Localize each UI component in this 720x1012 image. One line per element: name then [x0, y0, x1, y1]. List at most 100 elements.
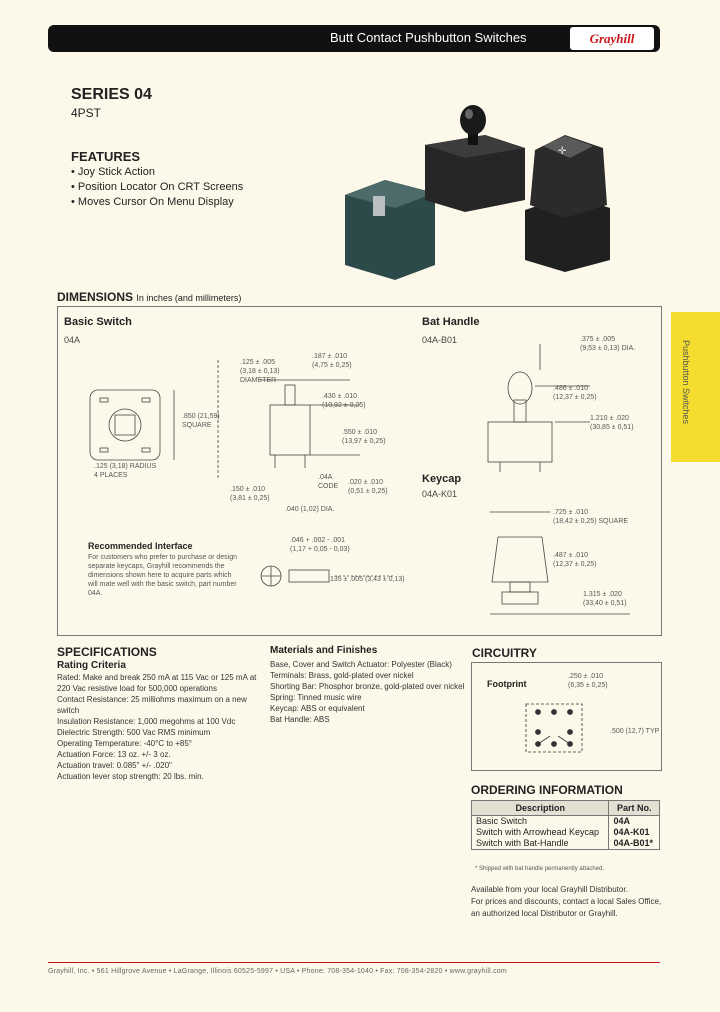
dim-label: 1.315 ± .020	[583, 591, 622, 598]
dim-label: DIAMETER	[240, 377, 277, 384]
row-part: 04A-K01	[608, 827, 660, 838]
dim-label: (12,37 ± 0,25)	[553, 561, 597, 568]
dim-label: (30,85 ± 0,51)	[590, 424, 634, 431]
recommended-heading: Recommended Interface	[88, 541, 193, 551]
dim-label: .850 (21,59)	[182, 413, 220, 420]
spec-line: 220 Vac resistive load for 500,000 opera…	[57, 684, 217, 693]
material-line: Spring: Tinned music wire	[270, 693, 362, 702]
dim-label: (18,42 ± 0,25) SQUARE	[553, 518, 629, 525]
dimensions-title: DIMENSIONS	[57, 290, 134, 304]
material-line: Base, Cover and Switch Actuator: Polyest…	[270, 660, 452, 669]
ordering-note: * Shipped with bat handle permanently at…	[475, 866, 605, 872]
rating-criteria-heading: Rating Criteria	[57, 660, 126, 671]
dim-label: .020 ± .010	[348, 479, 383, 486]
spec-line: Actuation Force: 13 oz. +/- 3 oz.	[57, 750, 171, 759]
dim-label: (10,92 ± 0,25)	[322, 402, 366, 409]
features-list: • Joy Stick Action • Position Locator On…	[71, 165, 243, 210]
material-line: Terminals: Brass, gold-plated over nicke…	[270, 671, 414, 680]
spec-line: Contact Resistance: 25 milliohms maximum…	[57, 695, 247, 715]
material-line: Keycap: ABS or equivalent	[270, 704, 365, 713]
row-description: Switch with Bat-Handle	[476, 838, 569, 848]
materials-heading: Materials and Finishes	[270, 645, 378, 656]
dim-label: 1.210 ± .020	[590, 415, 629, 422]
footprint-label: Footprint	[487, 679, 527, 689]
col-part-no: Part No.	[608, 800, 660, 816]
dimensions-heading: DIMENSIONS In inches (and millimeters)	[57, 290, 241, 304]
keycap-drawing	[490, 511, 630, 615]
material-line: Shorting Bar: Phosphor bronze, gold-plat…	[270, 682, 465, 691]
header-bar: Butt Contact Pushbutton Switches Grayhil…	[48, 25, 660, 52]
keycap-label: Keycap	[422, 473, 462, 485]
dim-label: .135 ± .005	[328, 576, 363, 583]
photo-bat-switch	[425, 135, 525, 212]
dim-label: .725 ± .010	[553, 509, 588, 516]
specifications-list: Rated: Make and break 250 mA at 115 Vac …	[57, 672, 267, 782]
circuit-footprint-drawing	[525, 703, 583, 753]
row-part: 04A	[608, 815, 660, 827]
bat-handle-part: 04A-B01	[422, 335, 458, 345]
dim-label: (3,18 ± 0,13)	[240, 368, 280, 375]
spec-line: Operating Temperature: -40°C to +85°	[57, 739, 192, 748]
ordering-heading: ORDERING INFORMATION	[471, 783, 623, 797]
grayhill-logo: Grayhill	[570, 27, 654, 50]
spec-line: Actuation lever stop strength: 20 lbs. m…	[57, 772, 204, 781]
dim-label: (9,53 ± 0,13) DIA.	[580, 345, 636, 352]
feature-item: • Moves Cursor On Menu Display	[71, 196, 234, 208]
dim-label: .375 ± .005	[580, 336, 615, 343]
row-description: Basic Switch	[476, 816, 528, 826]
availability-line: Available from your local Grayhill Distr…	[471, 885, 628, 894]
section-tab: Pushbutton Switches	[671, 312, 720, 462]
dim-label: CODE	[318, 483, 339, 490]
dim-label: SQUARE	[182, 422, 212, 429]
dimensions-box	[57, 306, 662, 636]
dim-label: .125 (3,18) RADIUS	[94, 463, 157, 470]
dim-label: .486 ± .010	[553, 385, 588, 392]
availability-line: For prices and discounts, contact a loca…	[471, 897, 662, 906]
header-title: Butt Contact Pushbutton Switches	[330, 30, 527, 45]
spec-line: Insulation Resistance: 1,000 megohms at …	[57, 717, 236, 726]
row-part: 04A-B01*	[608, 838, 660, 850]
dim-label: (0,51 ± 0,25)	[348, 488, 388, 495]
dim-label: (33,40 ± 0,51)	[583, 600, 627, 607]
dim-label: (12,37 ± 0,25)	[553, 394, 597, 401]
material-line: Bat Handle: ABS	[270, 715, 330, 724]
dim-label: (4,75 ± 0,25)	[312, 362, 352, 369]
table-row: Switch with Bat-Handle 04A-B01*	[472, 838, 660, 850]
bat-handle-drawing	[487, 344, 590, 472]
photo-basic-switch	[345, 180, 435, 280]
feature-item: • Joy Stick Action	[71, 166, 155, 178]
dim-label: .487 ± .010	[553, 552, 588, 559]
specifications-heading: SPECIFICATIONS	[57, 645, 157, 659]
col-description: Description	[471, 800, 609, 816]
materials-list: Base, Cover and Switch Actuator: Polyest…	[270, 659, 470, 725]
spec-line: Dielectric Strength: 500 Vac RMS minimum	[57, 728, 211, 737]
series-title: SERIES 04	[71, 86, 152, 103]
keycap-part: 04A-K01	[422, 489, 458, 499]
series-subtitle: 4PST	[71, 106, 102, 120]
dim-label: .125 ± .005	[240, 359, 275, 366]
svg-text:✛: ✛	[558, 146, 567, 157]
bat-handle-label: Bat Handle	[422, 316, 480, 328]
section-tab-label: Pushbutton Switches	[681, 340, 691, 425]
recommended-drawing	[260, 565, 395, 587]
product-photo: ✛	[345, 105, 610, 280]
dim-label: .150 ± .010	[230, 486, 265, 493]
circuitry-box	[471, 662, 662, 771]
dim-label: (3,43 ± 0,13)	[364, 576, 405, 583]
dim-label: .500 (12,7) TYP	[610, 728, 660, 735]
dim-label: 4 PLACES	[94, 472, 128, 479]
dim-label: .250 ± .010	[568, 673, 603, 680]
photo-keycap-switch	[525, 195, 610, 272]
footer-rule	[48, 962, 660, 963]
dimensions-note: In inches (and millimeters)	[136, 293, 242, 303]
feature-item: • Position Locator On CRT Screens	[71, 181, 244, 193]
dim-label: (6,35 ± 0,25)	[568, 682, 608, 689]
dim-label: .430 ± .010	[322, 393, 357, 400]
table-row: Basic Switch 04A	[472, 815, 660, 827]
spec-line: Actuation travel: 0.085" +/- .020"	[57, 761, 172, 770]
availability-text: Available from your local Grayhill Distr…	[471, 884, 671, 920]
table-row: Switch with Arrowhead Keycap 04A-K01	[472, 827, 660, 838]
basic-switch-drawing	[89, 360, 360, 480]
circuitry-heading: CIRCUITRY	[472, 646, 537, 660]
dim-label: .040 (1,02) DIA.	[285, 506, 335, 513]
